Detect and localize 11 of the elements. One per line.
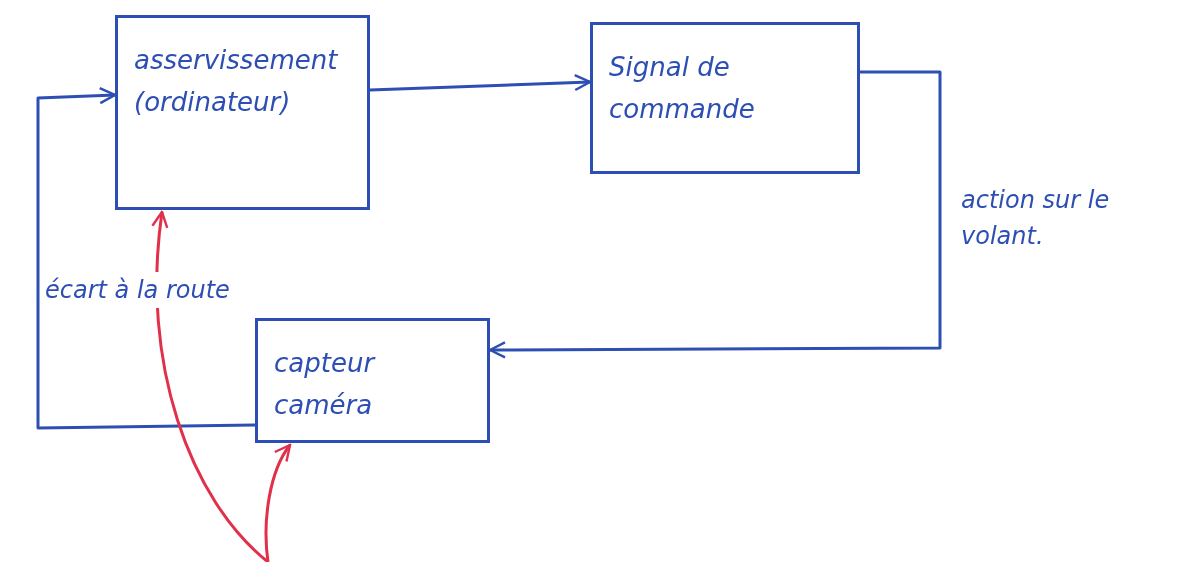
arrow — [264, 443, 292, 562]
box-text: Signal de commande — [609, 51, 756, 126]
box-text: capteur caméra — [274, 347, 377, 422]
arrow — [36, 86, 256, 430]
process-box — [255, 318, 490, 443]
arrow — [151, 210, 269, 562]
process-box — [115, 15, 370, 210]
box-text: asservissement (ordinateur) — [134, 44, 339, 119]
arrow — [369, 73, 592, 92]
process-box — [590, 22, 860, 174]
arrow — [488, 70, 942, 359]
